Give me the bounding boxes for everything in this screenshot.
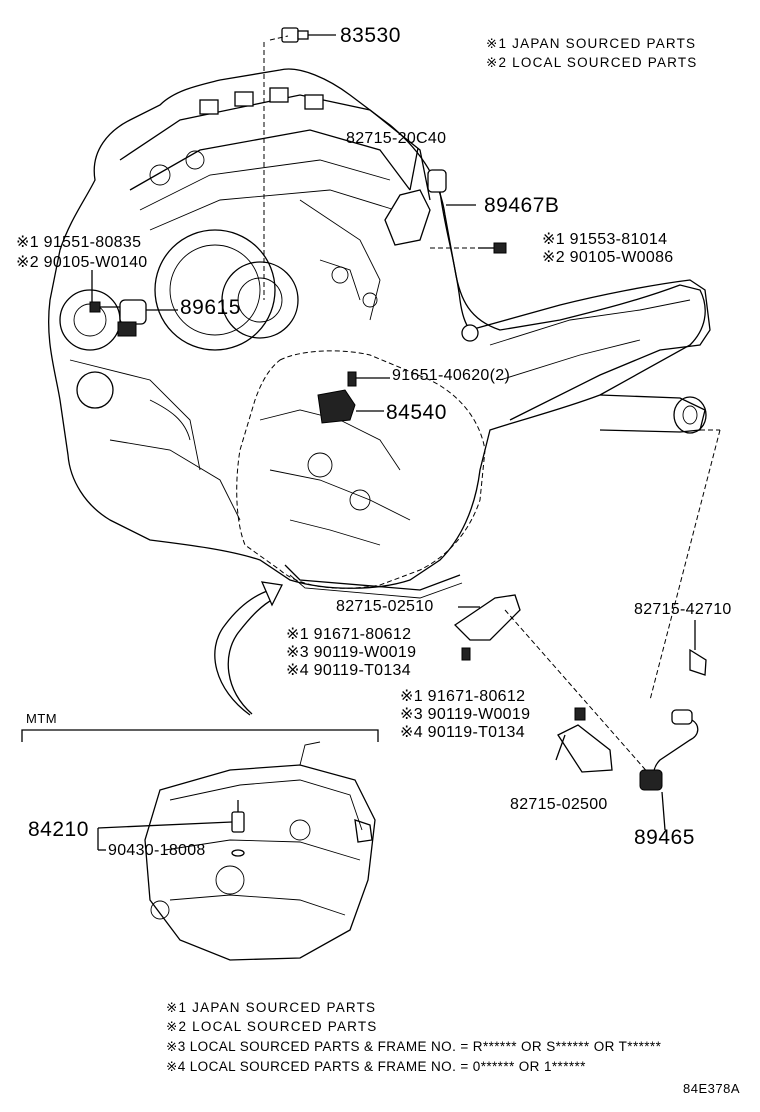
bolt-91551-drawing: [89, 270, 120, 313]
reference-arrow: [214, 589, 271, 716]
mtm-section-bracket: [21, 729, 379, 742]
part-label-89615[interactable]: 89615: [180, 296, 241, 319]
part-label-91671-80612-a[interactable]: ※1 91671-80612: [286, 626, 412, 643]
part-label-91651-40620[interactable]: 91651-40620(2): [392, 367, 511, 384]
part-label-82715-20C40[interactable]: 82715-20C40: [346, 130, 447, 147]
note-bottom-1: ※1 JAPAN SOURCED PARTS: [166, 1000, 377, 1015]
part-label-84210[interactable]: 84210: [28, 818, 89, 841]
engine-assembly-drawing: [47, 68, 711, 599]
mtm-section-label: MTM: [26, 711, 58, 726]
part-label-90119-W0019-a[interactable]: ※3 90119-W0019: [286, 644, 417, 661]
switch-84540-drawing: [317, 371, 390, 424]
part-label-91553-81014[interactable]: ※1 91553-81014: [542, 231, 668, 248]
part-label-90119-T0134-b[interactable]: ※4 90119-T0134: [400, 724, 525, 741]
part-label-90119-W0019-b[interactable]: ※3 90119-W0019: [400, 706, 531, 723]
sensor-89465-drawing: [639, 429, 721, 831]
part-label-91671-80612-b[interactable]: ※1 91671-80612: [400, 688, 526, 705]
bracket-82715-02500-drawing: [555, 707, 613, 773]
part-label-91551-80835[interactable]: ※1 91551-80835: [16, 234, 142, 251]
part-label-82715-02510[interactable]: 82715-02510: [336, 598, 434, 615]
sensor-89615-drawing: [117, 35, 289, 337]
bracket-82715-20C40-drawing: [384, 147, 431, 246]
oxygen-sensor-89467B-drawing: [427, 169, 479, 342]
bracket-82715-02510-drawing: [453, 594, 651, 776]
part-label-83530[interactable]: 83530: [340, 24, 401, 47]
sensor-83530-drawing: [281, 27, 336, 43]
part-label-89467B[interactable]: 89467B: [484, 194, 560, 217]
mtm-transmission-drawing: [97, 741, 376, 961]
note-top-1: ※1 JAPAN SOURCED PARTS: [486, 36, 697, 51]
part-label-90119-T0134-a[interactable]: ※4 90119-T0134: [286, 662, 411, 679]
part-label-90105-W0140[interactable]: ※2 90105-W0140: [16, 254, 148, 271]
note-bottom-2: ※2 LOCAL SOURCED PARTS: [166, 1019, 378, 1034]
note-top-2: ※2 LOCAL SOURCED PARTS: [486, 55, 698, 70]
part-label-84540[interactable]: 84540: [386, 401, 447, 424]
note-bottom-3: ※3 LOCAL SOURCED PARTS & FRAME NO. = R**…: [166, 1039, 662, 1054]
part-label-82715-02500[interactable]: 82715-02500: [510, 796, 608, 813]
diagram-code: 84E378A: [683, 1081, 740, 1096]
bolt-91553-drawing: [430, 242, 507, 254]
part-label-89465[interactable]: 89465: [634, 826, 695, 849]
part-label-90430-18008[interactable]: 90430-18008: [108, 842, 206, 859]
part-label-82715-42710[interactable]: 82715-42710: [634, 601, 732, 618]
clamp-82715-42710-drawing: [689, 620, 707, 676]
part-label-90105-W0086[interactable]: ※2 90105-W0086: [542, 249, 674, 266]
note-bottom-4: ※4 LOCAL SOURCED PARTS & FRAME NO. = 0**…: [166, 1059, 586, 1074]
